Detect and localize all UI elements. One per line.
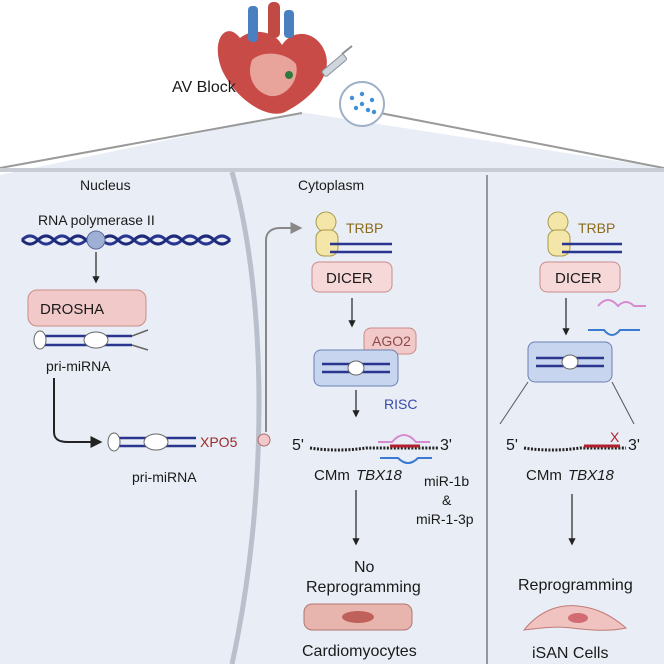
arrow-to-cytoplasm bbox=[265, 222, 303, 432]
cell-injection-icon bbox=[339, 81, 385, 127]
trbp-label-right: TRBP bbox=[578, 220, 615, 236]
panel-top-edge bbox=[0, 168, 664, 172]
xpo5-label: XPO5 bbox=[200, 434, 238, 450]
cmm-label-right: CMm bbox=[526, 467, 562, 484]
target-mrna-cytoplasm bbox=[309, 434, 438, 464]
nuclear-envelope bbox=[229, 171, 262, 664]
mirna-strand-blue bbox=[588, 329, 640, 336]
nuclear-pore bbox=[257, 433, 271, 447]
rna-polymerase-ii bbox=[86, 230, 106, 250]
outcome-no: No bbox=[354, 559, 375, 576]
mirna-strand-pink bbox=[597, 299, 646, 308]
dicer-label: DICER bbox=[326, 270, 373, 287]
dna-double-helix bbox=[20, 234, 232, 246]
gene-label: TBX18 bbox=[356, 467, 403, 484]
ampersand-label: & bbox=[442, 492, 452, 508]
precursor-duplex-right bbox=[562, 242, 622, 254]
trbp-protein bbox=[315, 211, 339, 257]
drosha-complex bbox=[27, 289, 147, 327]
dicer-complex-right bbox=[539, 261, 621, 293]
gene-label-right: TBX18 bbox=[568, 467, 615, 484]
polymerase-label: RNA polymerase II bbox=[38, 212, 155, 228]
pri-mirna-structure-top bbox=[33, 329, 149, 351]
pri-mirna-label-top: pri-miRNA bbox=[46, 358, 111, 374]
mir1b-label: miR-1b bbox=[424, 473, 469, 489]
precursor-duplex-cytoplasm bbox=[330, 242, 392, 254]
risc-duplex-right bbox=[536, 354, 604, 370]
trbp-label: TRBP bbox=[346, 220, 383, 236]
zoom-line-left bbox=[499, 381, 529, 425]
dicer-complex bbox=[311, 261, 393, 293]
perspective-line-left bbox=[0, 112, 303, 169]
isan-cell-icon bbox=[522, 605, 628, 631]
drosha-label: DROSHA bbox=[40, 301, 104, 318]
three-prime-label: 3' bbox=[440, 437, 452, 454]
ago2-label: AGO2 bbox=[372, 333, 411, 349]
right-outcome-reprogramming: Reprogramming bbox=[518, 577, 633, 594]
risc-duplex bbox=[322, 360, 390, 376]
outcome-reprogramming: Reprogramming bbox=[306, 579, 421, 596]
five-prime-label-right: 5' bbox=[506, 437, 518, 454]
risc-label: RISC bbox=[384, 396, 417, 412]
panel-background bbox=[0, 112, 664, 664]
three-prime-label-right: 3' bbox=[628, 437, 640, 454]
zoom-line-right bbox=[611, 381, 635, 425]
syringe-icon bbox=[321, 45, 353, 77]
cardiomyocyte-icon bbox=[303, 603, 413, 631]
five-prime-label: 5' bbox=[292, 437, 304, 454]
condition-label: AV Block bbox=[172, 79, 237, 96]
perspective-line-right bbox=[379, 112, 664, 169]
heart-illustration bbox=[217, 2, 327, 114]
target-mrna-right bbox=[523, 444, 626, 452]
cytoplasm-label: Cytoplasm bbox=[298, 177, 364, 193]
cardiomyocytes-label: Cardiomyocytes bbox=[302, 643, 417, 660]
blocked-mark: X bbox=[610, 429, 620, 445]
pri-mirna-structure-bottom bbox=[107, 432, 196, 452]
cmm-label: CMm bbox=[314, 467, 350, 484]
isan-cells-label: iSAN Cells bbox=[532, 645, 608, 662]
trbp-protein-right bbox=[547, 211, 571, 257]
arrow-export bbox=[53, 378, 103, 448]
pri-mirna-label-bottom: pri-miRNA bbox=[132, 469, 197, 485]
nucleus-label: Nucleus bbox=[80, 177, 131, 193]
mir13p-label: miR-1-3p bbox=[416, 511, 474, 527]
dicer-label-right: DICER bbox=[555, 270, 602, 287]
